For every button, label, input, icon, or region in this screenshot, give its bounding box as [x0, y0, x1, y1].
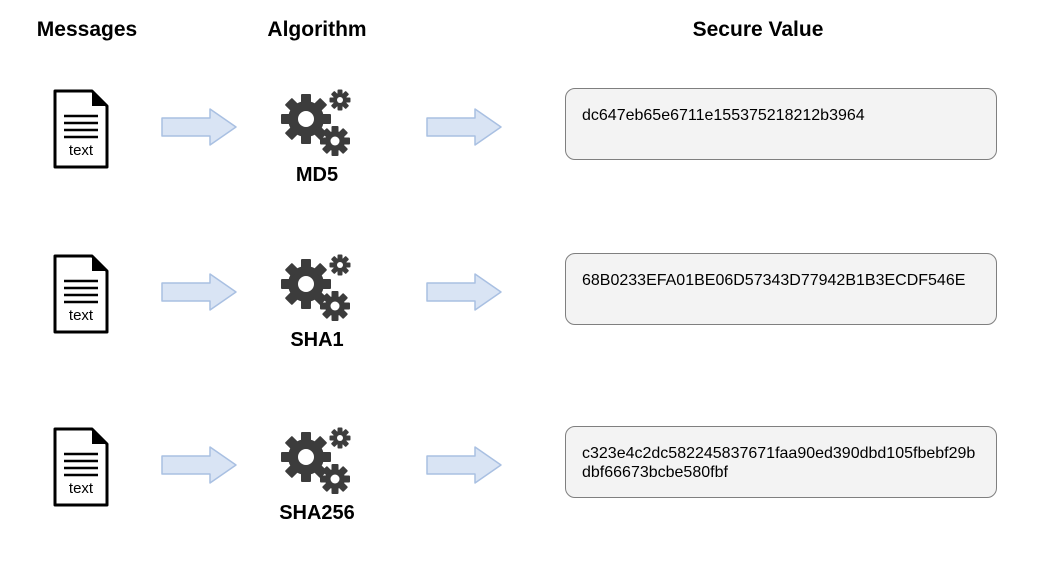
secure-value-box: c323e4c2dc582245837671faa90ed390dbd105fb… [565, 426, 997, 498]
text-document-icon: text [52, 88, 110, 172]
hash-row-md5: text [0, 80, 1037, 200]
document-label: text [68, 142, 94, 159]
right-arrow-icon [425, 445, 503, 485]
secure-value-box: dc647eb65e6711e155375218212b3964 [565, 88, 997, 160]
right-arrow-icon [160, 107, 238, 147]
document-label: text [68, 480, 94, 497]
right-arrow-icon [425, 107, 503, 147]
text-document-icon: text [52, 253, 110, 337]
algorithm-header: Algorithm [267, 18, 367, 41]
gears-icon [276, 251, 356, 327]
messages-header: Messages [36, 18, 138, 41]
right-arrow-icon [425, 272, 503, 312]
text-document-icon: text [52, 426, 110, 510]
algorithm-label: SHA256 [279, 502, 355, 524]
algorithm-label: SHA1 [290, 329, 344, 351]
right-arrow-icon [160, 272, 238, 312]
gears-icon [276, 86, 356, 162]
secure-value-header: Secure Value [692, 18, 824, 41]
hash-row-sha1: text [0, 245, 1037, 365]
hash-row-sha256: text [0, 418, 1037, 538]
right-arrow-icon [160, 445, 238, 485]
secure-value-box: 68B0233EFA01BE06D57343D77942B1B3ECDF546E [565, 253, 997, 325]
document-label: text [68, 307, 94, 324]
algorithm-label: MD5 [295, 164, 339, 186]
gears-icon [276, 424, 356, 500]
